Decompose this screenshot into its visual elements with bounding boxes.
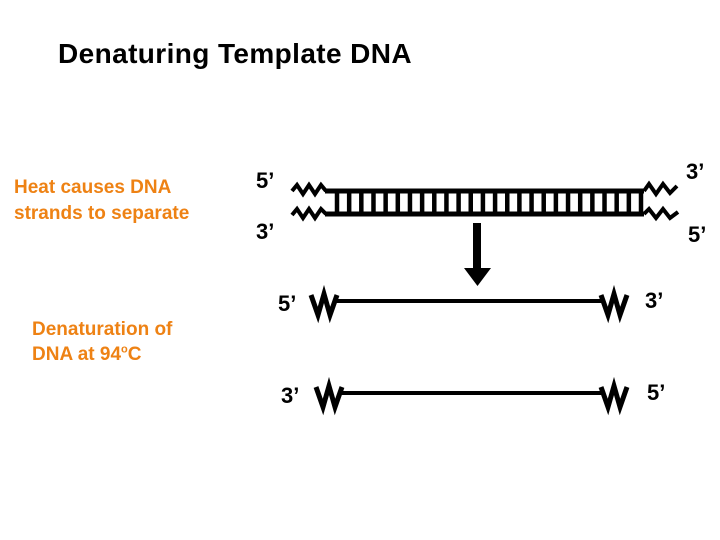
separated-strand-top: [308, 284, 630, 324]
double-strand-right-5prime-label: 5’: [688, 222, 707, 247]
denaturation-caption-line1: Denaturation of: [32, 319, 173, 340]
double-strand-left-3prime-label: 3’: [256, 219, 275, 244]
top-strand-left-squiggle: [290, 181, 328, 198]
denaturation-caption-line2: DNA at 94oC: [32, 342, 172, 367]
strand-bottom-left-3prime-label: 3’: [281, 383, 300, 408]
bottom-strand-right-squiggle: [642, 205, 680, 222]
arrow-head: [464, 268, 491, 286]
strand-top-left-5prime-label: 5’: [278, 291, 297, 316]
strand-bottom-right-w: [598, 376, 630, 416]
strand-bottom-left-w: [313, 376, 345, 416]
denaturation-caption: Denaturation of DNA at 94oC: [32, 317, 172, 367]
strand-top-left-w: [308, 284, 340, 324]
double-strand-left-5prime-label: 5’: [256, 168, 275, 193]
separated-strand-bottom: [313, 376, 630, 416]
heat-caption-line1: Heat causes DNA: [14, 177, 172, 198]
denaturation-temp-unit: C: [127, 344, 142, 365]
strand-top-right-w: [598, 284, 630, 324]
double-strand-dna: [290, 180, 680, 222]
bottom-strand-left-squiggle: [290, 205, 328, 222]
double-strand-right-3prime-label: 3’: [686, 159, 705, 184]
heat-caption: Heat causes DNA strands to separate: [14, 175, 189, 227]
degree-superscript: o: [121, 343, 128, 356]
strand-top-right-3prime-label: 3’: [645, 288, 664, 313]
denaturation-arrow: [464, 223, 491, 286]
heat-caption-line2: strands to separate: [14, 203, 190, 224]
strand-bottom-right-5prime-label: 5’: [647, 380, 666, 405]
top-strand-right-squiggle: [642, 180, 679, 198]
slide-title: Denaturing Template DNA: [58, 38, 413, 69]
base-pair-rungs: [334, 191, 644, 214]
denaturation-temp-prefix: DNA at 94: [32, 344, 122, 365]
